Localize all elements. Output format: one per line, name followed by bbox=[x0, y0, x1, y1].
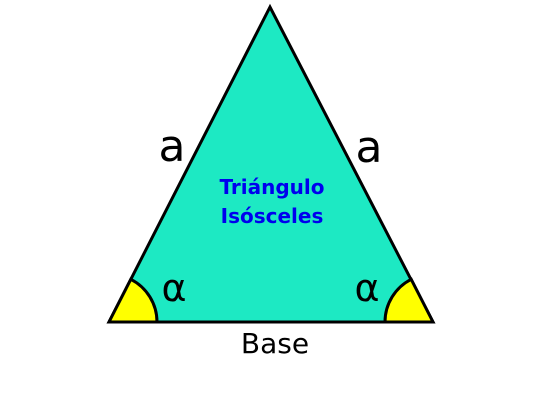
right-angle-arc bbox=[383, 277, 436, 324]
title-line-1: Triángulo bbox=[219, 175, 324, 199]
left-angle-label: α bbox=[161, 266, 186, 310]
left-side-label: a bbox=[159, 121, 186, 172]
right-side-label: a bbox=[356, 122, 383, 173]
base-label: Base bbox=[241, 327, 309, 360]
right-angle-label: α bbox=[354, 266, 379, 310]
title-line-2: Isósceles bbox=[221, 204, 324, 228]
left-angle-arc bbox=[106, 277, 159, 324]
